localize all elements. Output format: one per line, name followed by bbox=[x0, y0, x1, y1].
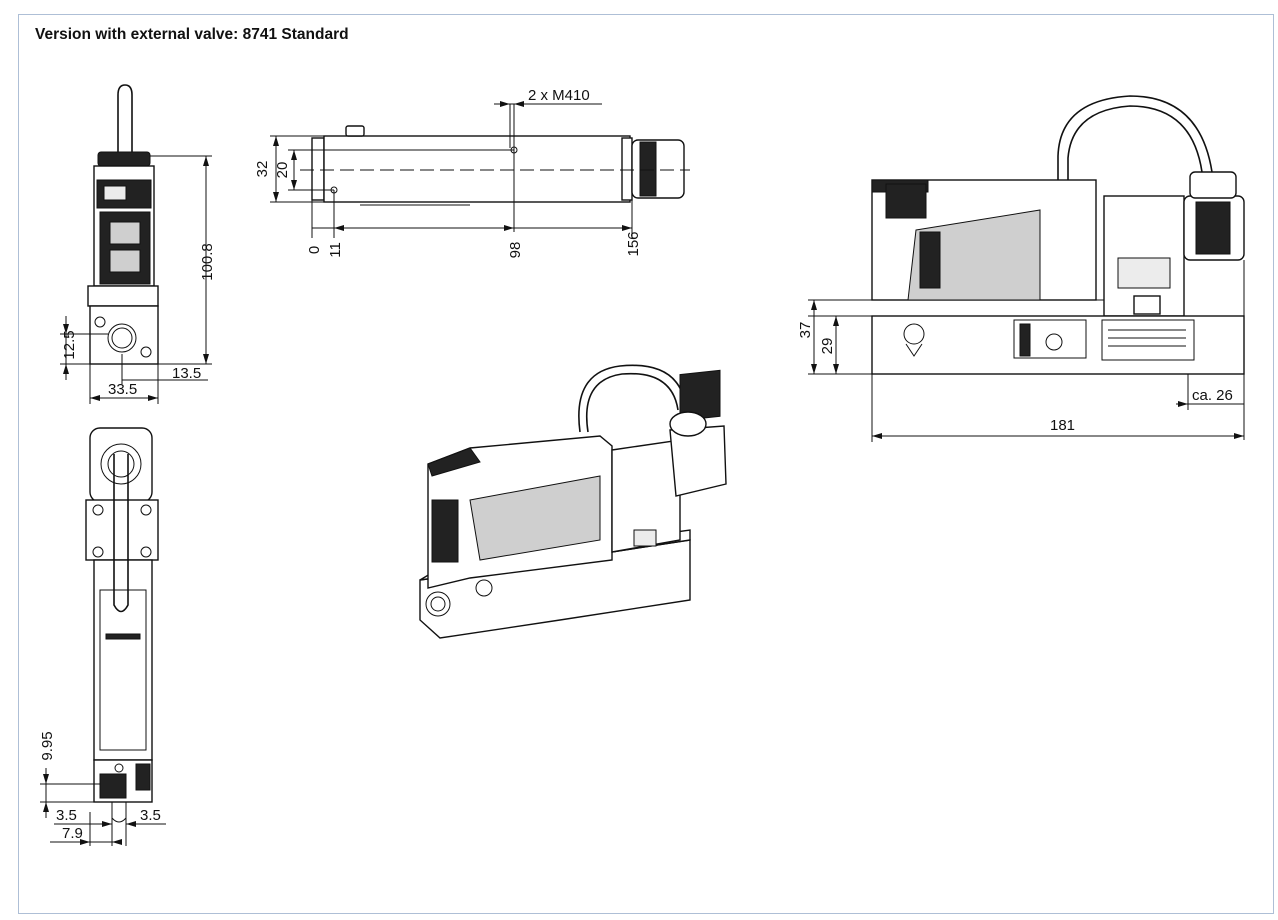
dim-h32: 32 bbox=[254, 161, 271, 178]
screw-icon bbox=[94, 316, 106, 328]
valve-top bbox=[89, 427, 153, 503]
cable-top bbox=[113, 454, 129, 613]
body-side bbox=[93, 559, 153, 761]
front-mid bbox=[87, 285, 159, 307]
side-cable bbox=[1057, 95, 1213, 180]
top-view: 2 x M410 32 20 0 11 98 156 bbox=[254, 87, 690, 258]
dim-x11: 11 bbox=[327, 242, 344, 258]
dim-a: 3.5 bbox=[56, 807, 77, 824]
dim-port-height: 12.5 bbox=[61, 330, 78, 359]
side-view: 37 29 ca. 26 181 bbox=[797, 95, 1245, 442]
iso-logo bbox=[633, 529, 657, 547]
dim-b: 3.5 bbox=[140, 807, 161, 824]
dim-h29: 29 bbox=[819, 338, 836, 355]
iso-nut bbox=[669, 411, 707, 437]
front-base bbox=[89, 305, 159, 365]
dim-h37: 37 bbox=[797, 322, 814, 339]
screw-icon bbox=[475, 579, 493, 597]
side-plug bbox=[135, 763, 151, 791]
front-connector-slot bbox=[103, 185, 127, 201]
dim-ca: ca. 26 bbox=[1192, 387, 1233, 404]
screw-icon bbox=[903, 323, 925, 345]
dim-width: 33.5 bbox=[108, 381, 137, 398]
side-base bbox=[871, 315, 1245, 375]
front-port-a bbox=[109, 221, 141, 245]
dim-x156: 156 bbox=[625, 231, 642, 256]
dim-x0: 0 bbox=[306, 246, 323, 254]
iso-coil bbox=[669, 425, 727, 497]
iso-valve bbox=[611, 439, 681, 553]
body-label bbox=[99, 589, 147, 751]
screw-icon bbox=[140, 346, 152, 358]
dim-h: 9.95 bbox=[39, 731, 56, 760]
label-mark bbox=[105, 633, 141, 640]
connector-tail bbox=[111, 802, 127, 823]
isometric-view bbox=[419, 364, 727, 639]
front-port-b bbox=[109, 249, 141, 273]
dim-length: 181 bbox=[1050, 417, 1075, 434]
dim-x98: 98 bbox=[507, 242, 524, 259]
screw-icon bbox=[92, 546, 104, 558]
connector-icon bbox=[99, 773, 127, 799]
valve-flange bbox=[85, 499, 159, 561]
cap-top bbox=[97, 151, 151, 167]
side-logo bbox=[1133, 295, 1161, 315]
screw-icon bbox=[92, 504, 104, 516]
top-knob bbox=[345, 125, 365, 137]
side-top-block bbox=[885, 183, 927, 219]
front-port-circle bbox=[107, 323, 137, 353]
iso-cable bbox=[578, 364, 687, 433]
page-title: Version with external valve: 8741 Standa… bbox=[35, 26, 349, 43]
side-nut bbox=[1189, 171, 1237, 199]
dim-height: 100.8 bbox=[199, 243, 216, 281]
dim-h20: 20 bbox=[274, 162, 291, 179]
dim-offset: 13.5 bbox=[172, 365, 201, 382]
top-body bbox=[323, 135, 631, 203]
bottom-view: 9.95 3.5 3.5 7.9 bbox=[39, 427, 166, 846]
top-valve-coil bbox=[639, 141, 657, 197]
side-label-1 bbox=[1013, 319, 1087, 359]
dim-thread: 2 x M410 bbox=[528, 87, 590, 104]
cable-antenna bbox=[117, 84, 133, 160]
top-flange-left bbox=[311, 137, 325, 201]
dim-c: 7.9 bbox=[62, 825, 83, 842]
front-view: 100.8 12.5 13.5 33.5 bbox=[60, 84, 216, 404]
screw-icon bbox=[140, 546, 152, 558]
screw-icon bbox=[140, 504, 152, 516]
iso-panel bbox=[431, 499, 459, 563]
side-label-2 bbox=[1101, 319, 1195, 361]
